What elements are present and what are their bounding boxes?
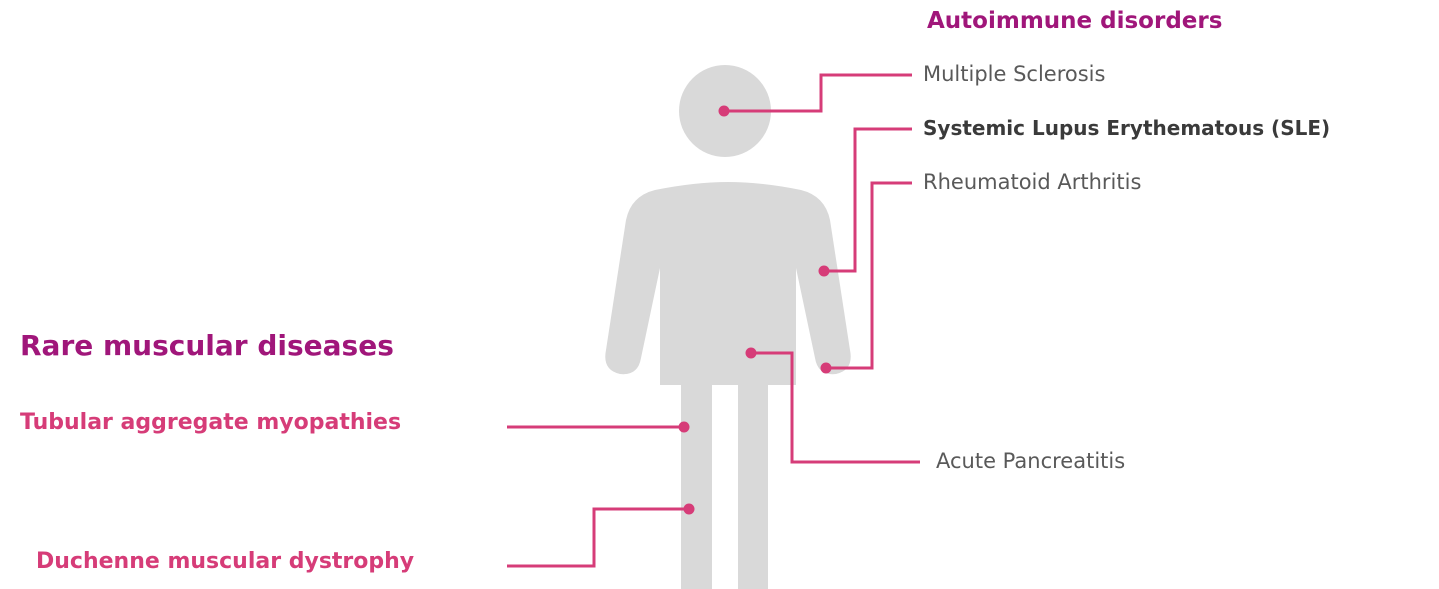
label-sle: Systemic Lupus Erythematous (SLE) xyxy=(923,118,1330,138)
connector-sle xyxy=(824,129,912,271)
autoimmune-group-title: Autoimmune disorders xyxy=(927,10,1222,33)
dot-abdomen xyxy=(746,348,757,359)
dot-lower-leg xyxy=(684,504,695,515)
dot-upper-arm xyxy=(819,266,830,277)
label-tubular-aggregate-myopathies: Tubular aggregate myopathies xyxy=(20,412,401,434)
dot-hand xyxy=(821,363,832,374)
label-duchenne-muscular-dystrophy: Duchenne muscular dystrophy xyxy=(36,551,414,573)
label-acute-pancreatitis: Acute Pancreatitis xyxy=(936,451,1125,472)
connector-duchenne xyxy=(507,509,689,566)
dot-thigh xyxy=(679,422,690,433)
dot-head xyxy=(719,106,730,117)
label-multiple-sclerosis: Multiple Sclerosis xyxy=(923,64,1105,85)
figure-body xyxy=(605,182,850,589)
label-rheumatoid-arthritis: Rheumatoid Arthritis xyxy=(923,172,1141,193)
muscular-group-title: Rare muscular diseases xyxy=(20,332,394,360)
